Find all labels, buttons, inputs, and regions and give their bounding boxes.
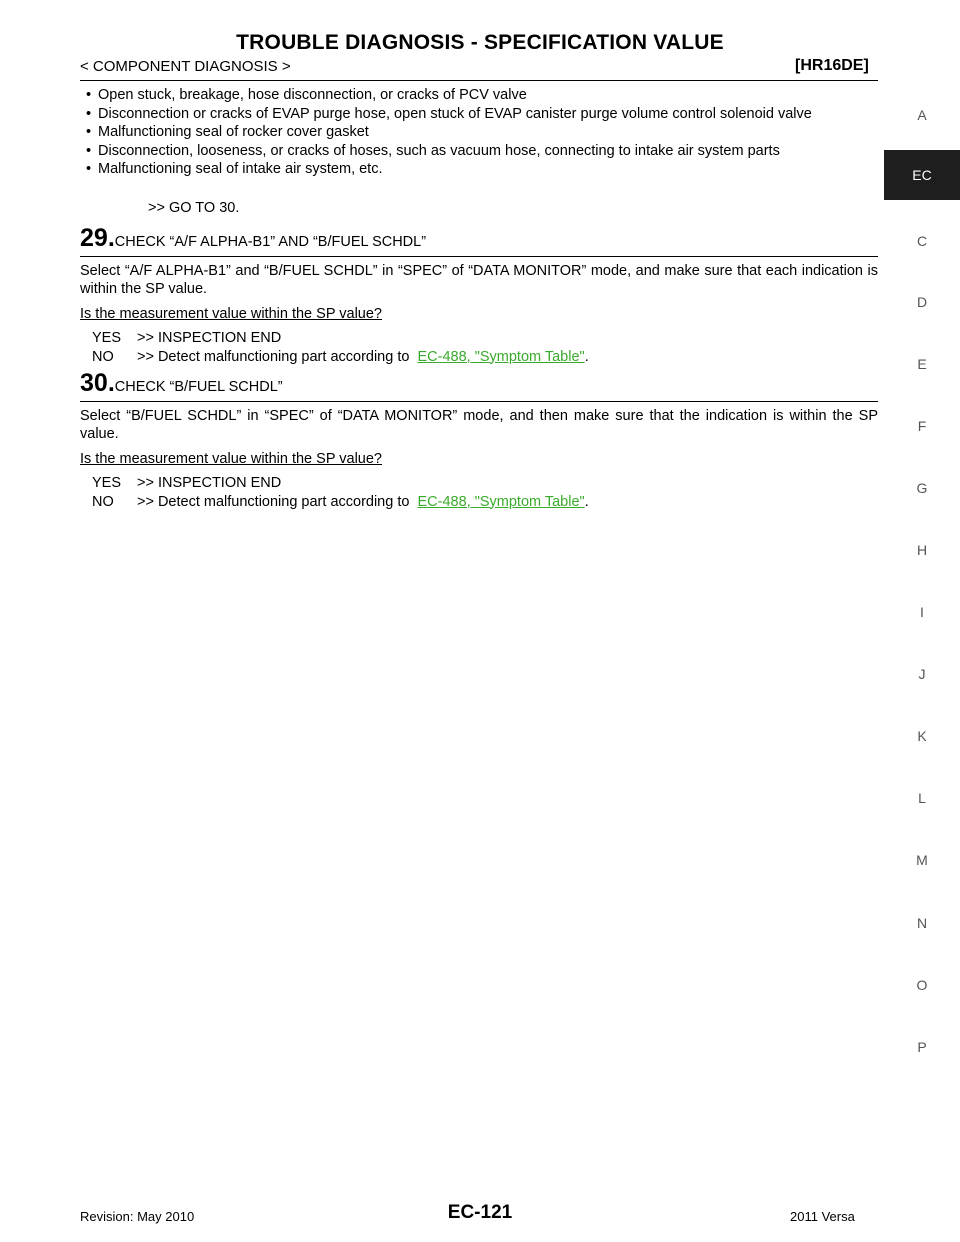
- result-text: >> INSPECTION END: [137, 475, 282, 491]
- page-number: EC-121: [447, 1202, 513, 1223]
- step-title: CHECK “A/F ALPHA-B1” AND “B/FUEL SCHDL”: [114, 234, 427, 250]
- step-29: 29 CHECK “A/F ALPHA-B1” AND “B/FUEL SCHD…: [80, 225, 878, 366]
- list-item: Malfunctioning seal of intake air system…: [80, 160, 878, 179]
- section-tab-m[interactable]: M: [916, 852, 928, 868]
- symptom-table-link[interactable]: EC-488, "Symptom Table": [417, 493, 585, 510]
- step-heading: 29 CHECK “A/F ALPHA-B1” AND “B/FUEL SCHD…: [80, 225, 878, 257]
- step-30: 30 CHECK “B/FUEL SCHDL” Select “B/FUEL S…: [80, 370, 878, 511]
- step-heading: 30 CHECK “B/FUEL SCHDL”: [80, 370, 878, 402]
- list-item: Disconnection, looseness, or cracks of h…: [80, 142, 878, 161]
- result-text: >> Detect malfunctioning part according …: [137, 348, 589, 365]
- result-key: YES: [92, 475, 122, 491]
- step-number: 30: [80, 370, 115, 396]
- result-yes: YES >> INSPECTION END: [92, 474, 878, 493]
- section-tab-j[interactable]: J: [918, 666, 926, 682]
- list-item: Open stuck, breakage, hose disconnection…: [80, 86, 878, 105]
- section-tab-l[interactable]: L: [918, 790, 926, 806]
- list-item: Disconnection or cracks of EVAP purge ho…: [80, 105, 878, 124]
- model-year: 2011 Versa: [790, 1209, 855, 1224]
- result-no: NO >> Detect malfunctioning part accordi…: [92, 493, 878, 512]
- cause-list: Open stuck, breakage, hose disconnection…: [80, 86, 878, 179]
- result-text: >> Detect malfunctioning part according …: [137, 493, 589, 510]
- result-key: YES: [92, 330, 122, 346]
- step-number: 29: [80, 225, 115, 251]
- list-item: Malfunctioning seal of rocker cover gask…: [80, 123, 878, 142]
- section-tab-a[interactable]: A: [917, 107, 927, 123]
- section-tab-g[interactable]: G: [916, 480, 928, 496]
- breadcrumb: < COMPONENT DIAGNOSIS >: [80, 58, 291, 75]
- result-key: NO: [92, 348, 114, 365]
- section-tab-k[interactable]: K: [917, 728, 927, 744]
- section-tab-o[interactable]: O: [916, 977, 928, 993]
- section-tab-n[interactable]: N: [916, 915, 928, 931]
- goto-instruction: >> GO TO 30.: [148, 199, 240, 216]
- step-question: Is the measurement value within the SP v…: [80, 450, 382, 467]
- section-tab-ec[interactable]: EC: [884, 150, 960, 200]
- step-results: YES >> INSPECTION END NO >> Detect malfu…: [80, 474, 878, 511]
- result-yes: YES >> INSPECTION END: [92, 329, 878, 348]
- section-tab-f[interactable]: F: [917, 418, 927, 434]
- engine-code: [HR16DE]: [795, 57, 869, 74]
- step-question: Is the measurement value within the SP v…: [80, 305, 382, 322]
- step-results: YES >> INSPECTION END NO >> Detect malfu…: [80, 329, 878, 366]
- result-key: NO: [92, 493, 114, 510]
- step-body: Select “A/F ALPHA-B1” and “B/FUEL SCHDL”…: [80, 262, 878, 298]
- symptom-table-link[interactable]: EC-488, "Symptom Table": [417, 348, 585, 365]
- section-tab-i[interactable]: I: [920, 604, 924, 620]
- main-content: Open stuck, breakage, hose disconnection…: [80, 86, 878, 511]
- page-title: TROUBLE DIAGNOSIS - SPECIFICATION VALUE: [236, 31, 724, 54]
- section-tab-h[interactable]: H: [916, 542, 928, 558]
- step-title: CHECK “B/FUEL SCHDL”: [114, 379, 283, 395]
- section-tab-p[interactable]: P: [917, 1039, 927, 1055]
- section-tab-c[interactable]: C: [916, 233, 928, 249]
- step-body: Select “B/FUEL SCHDL” in “SPEC” of “DATA…: [80, 407, 878, 443]
- result-no: NO >> Detect malfunctioning part accordi…: [92, 348, 878, 367]
- header-divider: [80, 80, 878, 81]
- section-tab-e[interactable]: E: [917, 356, 927, 372]
- section-tab-d[interactable]: D: [916, 294, 928, 310]
- revision-date: Revision: May 2010: [80, 1209, 195, 1224]
- result-text: >> INSPECTION END: [137, 330, 282, 346]
